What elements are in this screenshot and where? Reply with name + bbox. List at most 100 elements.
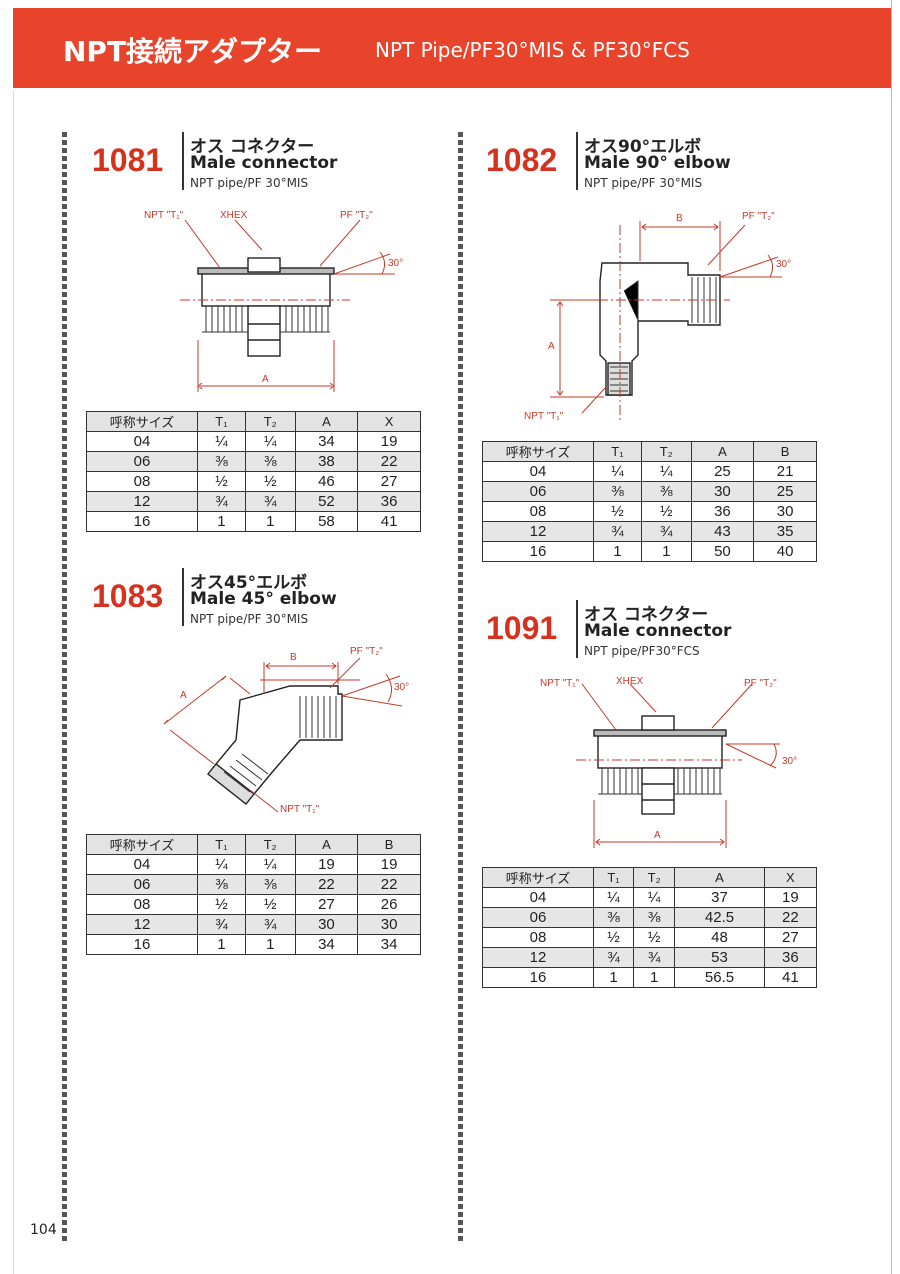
cell: ⅜ (244, 451, 296, 472)
cell: 19 (357, 854, 421, 875)
table-header-row: 呼称サイズ T₁ T₂ A X (86, 411, 421, 432)
col-header: T₂ (640, 441, 692, 462)
cell: ⅜ (640, 481, 692, 502)
header-title-en: NPT Pipe/PF30°MIS & PF30°FCS (375, 38, 690, 62)
label-pf: PF "T₂" (340, 210, 373, 221)
cell: 16 (482, 541, 594, 562)
cell: 16 (86, 511, 198, 532)
cell: 25 (753, 481, 817, 502)
product-number: 1082 (486, 142, 558, 178)
cell: 12 (86, 914, 198, 935)
table-header-row: 呼称サイズ T₁ T₂ A B (86, 834, 421, 855)
cell: 34 (294, 934, 359, 955)
page-border (891, 0, 892, 1274)
col-header: B (753, 441, 817, 462)
cell: 04 (86, 854, 198, 875)
cell: 52 (294, 491, 359, 512)
header-banner: NPT接続アダプター NPT Pipe/PF30°MIS & PF30°FCS (13, 8, 891, 88)
cell: 04 (86, 431, 198, 452)
label-hex: XHEX (616, 676, 644, 687)
cell: 1 (244, 934, 296, 955)
col-header: A (674, 867, 765, 888)
product-name-jp: オス コネクター (190, 137, 315, 157)
cell: ¾ (593, 521, 642, 542)
col-header: X (357, 411, 421, 432)
col-header: 呼称サイズ (482, 441, 594, 462)
cell: ½ (197, 894, 246, 915)
cell: ⅜ (197, 874, 246, 895)
cell: ¾ (197, 491, 246, 512)
cell: 36 (357, 491, 421, 512)
cell: 30 (294, 914, 359, 935)
product-name-jp: オス45°エルボ (190, 573, 308, 593)
drawing-male-connector-fcs: NPT "T₁" XHEX PF "T₂" 30° A (540, 676, 797, 848)
label-b: B (290, 652, 297, 663)
label-a: A (262, 374, 269, 385)
cell: ¾ (197, 914, 246, 935)
product-divider (182, 132, 184, 190)
cell: 04 (482, 887, 594, 908)
cell: 16 (482, 967, 594, 988)
label-pf: PF "T₂" (742, 211, 775, 222)
cell: 27 (357, 471, 421, 492)
cell: 38 (294, 451, 359, 472)
cell: ¾ (632, 947, 676, 968)
page-number: 104 (30, 1222, 57, 1238)
cell: ½ (640, 501, 692, 522)
product-divider (576, 600, 578, 658)
cell: ½ (593, 501, 642, 522)
product-subtitle: NPT pipe/PF 30°MIS (190, 612, 309, 626)
col-header: T₁ (197, 834, 246, 855)
cell: ¼ (593, 887, 634, 908)
cell: 1 (640, 541, 692, 562)
cell: 37 (674, 887, 765, 908)
cell: ¼ (640, 461, 692, 482)
cell: 58 (294, 511, 359, 532)
cell: 12 (482, 521, 594, 542)
cell: ½ (632, 927, 676, 948)
cell: 34 (357, 934, 421, 955)
product-number: 1081 (92, 142, 164, 178)
cell: 34 (294, 431, 359, 452)
table-header-row: 呼称サイズ T₁ T₂ A B (482, 441, 817, 462)
cell: 08 (86, 471, 198, 492)
label-pf: PF "T₂" (350, 646, 383, 657)
cell: ½ (593, 927, 634, 948)
cell: 21 (753, 461, 817, 482)
column-marker-left (62, 132, 67, 1242)
cell: 50 (690, 541, 755, 562)
cell: ¾ (244, 914, 296, 935)
cell: 19 (357, 431, 421, 452)
cell: 06 (482, 907, 594, 928)
drawing-male-connector: NPT "T₁" XHEX PF "T₂" 30° A (144, 210, 403, 392)
drawing-male-45-elbow: B PF "T₂" 30° A NPT "T₁" (163, 646, 409, 815)
cell: ¼ (632, 887, 676, 908)
cell: 22 (294, 874, 359, 895)
label-npt: NPT "T₁" (144, 210, 184, 221)
product-name-jp: オス コネクター (584, 605, 709, 625)
cell: 48 (674, 927, 765, 948)
col-header: A (294, 411, 359, 432)
cell: 42.5 (674, 907, 765, 928)
cell: 12 (482, 947, 594, 968)
cell: 06 (86, 874, 198, 895)
cell: ⅜ (593, 481, 642, 502)
cell: ¾ (640, 521, 692, 542)
product-divider (182, 568, 184, 626)
cell: 35 (753, 521, 817, 542)
cell: 19 (294, 854, 359, 875)
cell: 04 (482, 461, 594, 482)
cell: 36 (690, 501, 755, 522)
